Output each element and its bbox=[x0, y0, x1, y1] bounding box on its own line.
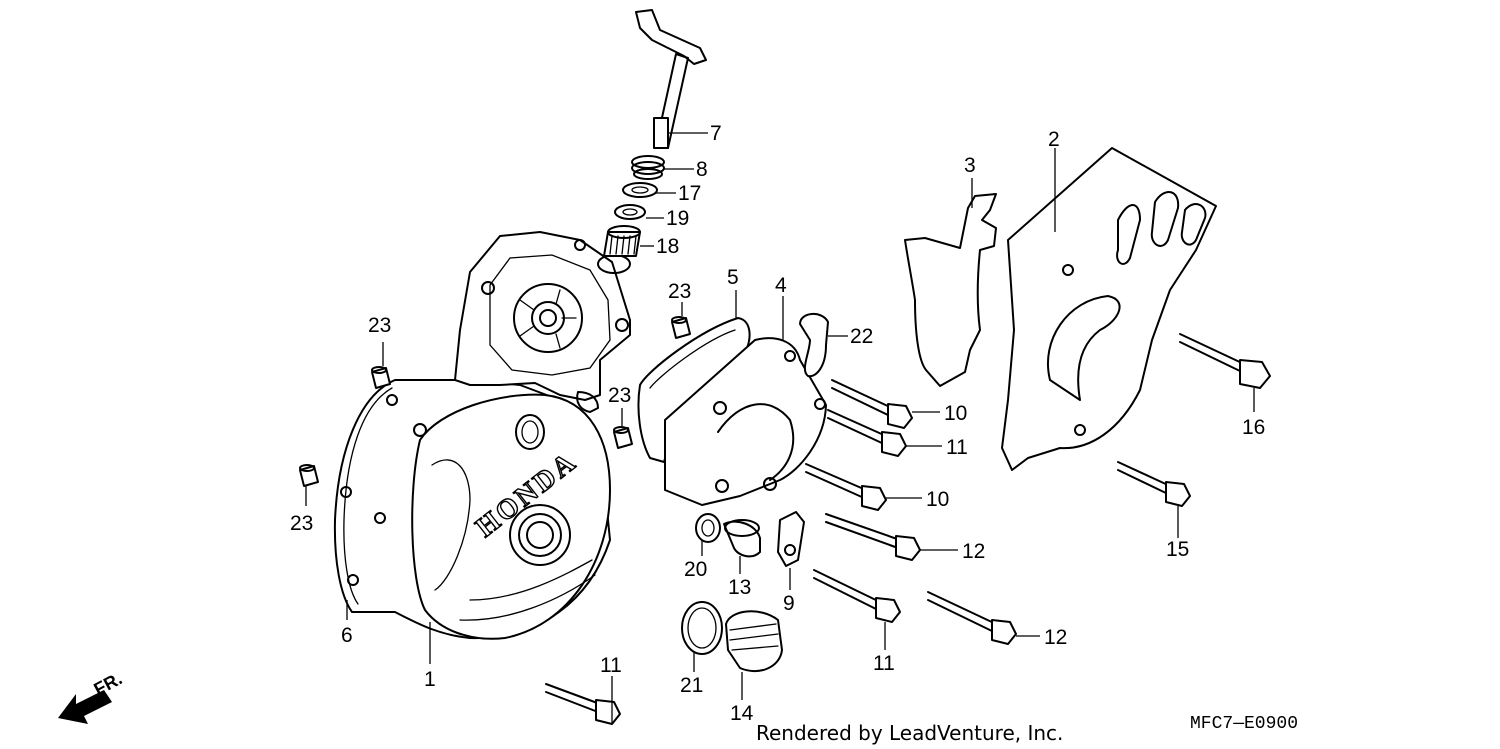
callout-labels: 7 8 17 19 18 5 4 22 3 2 10 11 10 12 12 1… bbox=[290, 122, 1265, 725]
callout-14: 14 bbox=[730, 702, 754, 725]
callout-23-top: 23 bbox=[668, 280, 691, 303]
callout-4: 4 bbox=[775, 274, 787, 297]
water-pump-cover bbox=[664, 337, 827, 506]
small-parts bbox=[681, 511, 805, 673]
callout-13: 13 bbox=[728, 576, 751, 599]
crankcase-cover-part: HONDA bbox=[333, 379, 611, 640]
callout-23-center: 23 bbox=[608, 384, 631, 407]
water-pump-housing bbox=[454, 231, 631, 413]
callout-7: 7 bbox=[710, 122, 722, 145]
sprocket-bracket bbox=[904, 193, 997, 387]
callout-5: 5 bbox=[727, 266, 739, 289]
callout-23-left-upper: 23 bbox=[368, 314, 391, 337]
callout-22: 22 bbox=[850, 325, 873, 348]
pump-cover-gasket bbox=[637, 317, 751, 463]
callout-3: 3 bbox=[964, 154, 976, 177]
callout-15: 15 bbox=[1166, 538, 1189, 561]
callout-12-lower: 12 bbox=[1044, 626, 1067, 649]
callout-8: 8 bbox=[696, 158, 708, 181]
callout-19: 19 bbox=[666, 207, 689, 230]
callout-12-upper: 12 bbox=[962, 540, 985, 563]
callout-10-upper: 10 bbox=[944, 402, 967, 425]
callout-11-upper: 11 bbox=[946, 436, 968, 459]
callout-11-bottom: 11 bbox=[600, 654, 622, 677]
front-direction-indicator: FR. bbox=[58, 668, 125, 724]
callout-16: 16 bbox=[1242, 416, 1265, 439]
bolts bbox=[545, 333, 1271, 725]
render-credit: Rendered by LeadVenture, Inc. bbox=[756, 721, 1063, 745]
callout-20: 20 bbox=[684, 558, 707, 581]
callout-6: 6 bbox=[341, 624, 353, 647]
callout-1: 1 bbox=[424, 668, 436, 691]
callout-11-right: 11 bbox=[873, 652, 895, 675]
sprocket-cover bbox=[1001, 147, 1217, 471]
callout-17: 17 bbox=[678, 182, 701, 205]
dowel-pins bbox=[299, 316, 691, 487]
callout-18: 18 bbox=[656, 235, 679, 258]
callout-9: 9 bbox=[783, 592, 795, 615]
callout-21: 21 bbox=[680, 674, 703, 697]
diagram-code: MFC7—E0900 bbox=[1190, 714, 1298, 734]
callout-23-left-lower: 23 bbox=[290, 512, 313, 535]
leader-lines bbox=[305, 132, 1255, 724]
hose-clamp-part bbox=[799, 313, 829, 378]
callout-2: 2 bbox=[1048, 128, 1060, 151]
callout-10-lower: 10 bbox=[926, 488, 949, 511]
